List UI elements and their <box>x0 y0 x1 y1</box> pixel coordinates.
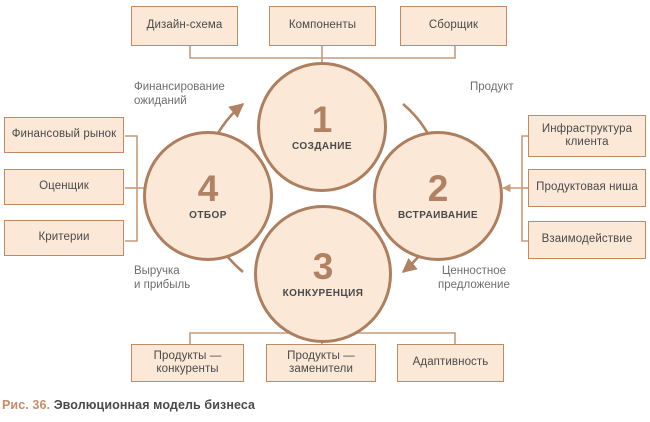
stage-circle-4[interactable]: 4 ОТБОР <box>143 131 273 261</box>
stage-circle-3[interactable]: 3 КОНКУРЕНЦИЯ <box>254 205 392 343</box>
input-box-right-1-label: Инфраструктура клиента <box>541 122 633 149</box>
input-box-top-2-label: Компоненты <box>288 19 357 32</box>
stage-circle-1-number: 1 <box>311 98 333 140</box>
flow-label-bottom-right: Ценностное предложение <box>438 265 510 291</box>
input-box-top-3-label: Сборщик <box>428 19 479 32</box>
stage-circle-3-number: 3 <box>312 245 334 287</box>
stage-circle-4-number: 4 <box>197 167 219 209</box>
figure-title: Эволюционная модель бизнеса <box>53 398 256 412</box>
input-box-bottom-1[interactable]: Продукты — конкуренты <box>131 344 244 382</box>
figure-caption: Рис. 36. Эволюционная модель бизнеса <box>2 398 255 412</box>
input-box-right-3-label: Взаимодействие <box>541 233 633 246</box>
input-box-left-2-label: Оценщик <box>39 180 89 193</box>
input-box-right-1[interactable]: Инфраструктура клиента <box>528 115 646 157</box>
input-box-top-1-label: Дизайн-схема <box>146 19 223 32</box>
input-box-bottom-3[interactable]: Адаптивность <box>397 344 504 382</box>
stage-circle-2-number: 2 <box>427 167 449 209</box>
input-box-top-1[interactable]: Дизайн-схема <box>131 6 238 46</box>
stage-circle-2-label: ВСТРАИВАНИЕ <box>397 209 479 221</box>
flow-label-bottom-left: Выручка и прибыль <box>134 265 191 291</box>
input-box-right-3[interactable]: Взаимодействие <box>528 221 646 259</box>
input-box-left-1[interactable]: Финансовый рынок <box>4 117 124 153</box>
input-box-left-2[interactable]: Оценщик <box>4 169 124 205</box>
input-box-bottom-2[interactable]: Продукты — заменители <box>266 344 376 382</box>
input-box-right-2-label: Продуктовая ниша <box>536 181 638 194</box>
input-box-top-3[interactable]: Сборщик <box>400 6 507 46</box>
input-box-left-1-label: Финансовый рынок <box>11 128 117 141</box>
stage-circle-2[interactable]: 2 ВСТРАИВАНИЕ <box>373 131 503 261</box>
input-box-bottom-3-label: Адаптивность <box>412 356 489 369</box>
flow-label-top-right: Продукт <box>470 81 514 93</box>
stage-circle-4-label: ОТБОР <box>189 209 227 221</box>
input-box-bottom-1-label: Продукты — конкуренты <box>153 349 222 376</box>
input-box-left-3[interactable]: Критерии <box>4 220 124 256</box>
input-box-bottom-2-label: Продукты — заменители <box>287 349 355 376</box>
flow-label-top-left: Финансирование ожиданий <box>134 81 225 107</box>
stage-circle-1-label: СОЗДАНИЕ <box>291 140 353 152</box>
figure-number: Рис. 36. <box>2 398 51 412</box>
input-box-top-2[interactable]: Компоненты <box>269 6 376 46</box>
stage-circle-3-label: КОНКУРЕНЦИЯ <box>282 287 364 299</box>
input-box-right-2[interactable]: Продуктовая ниша <box>528 169 646 207</box>
input-box-left-3-label: Критерии <box>38 231 90 244</box>
stage-circle-1[interactable]: 1 СОЗДАНИЕ <box>257 62 387 192</box>
